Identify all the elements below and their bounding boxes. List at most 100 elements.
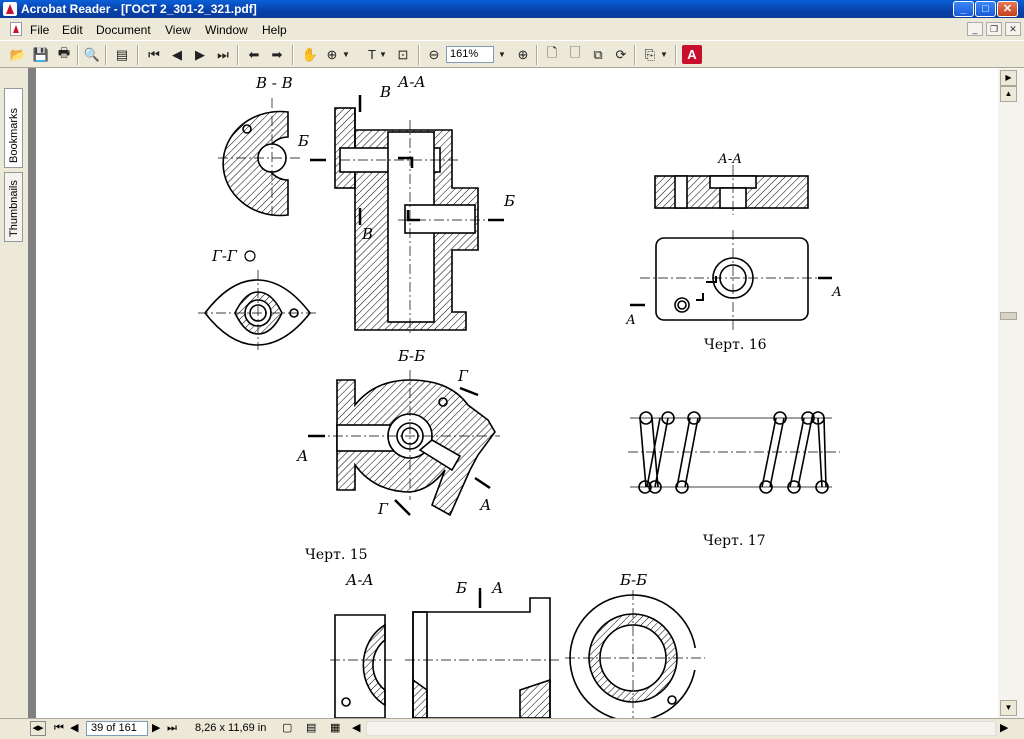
scroll-thumb[interactable]	[1000, 312, 1017, 320]
section-b-b	[315, 370, 500, 517]
zoom-out-icon[interactable]: ⊖	[428, 46, 440, 62]
marker-a-left: А	[296, 447, 308, 465]
page-size-label: 8,26 x 11,69 in	[195, 722, 267, 734]
document-icon[interactable]	[10, 22, 22, 36]
figure-17-spring	[628, 411, 840, 494]
technical-drawing: В - В А-А Г-Г Б-Б А-А А-А Б-Б В В Б Б А …	[198, 73, 842, 718]
snapshot-tool-icon[interactable]: ⊡	[397, 46, 409, 62]
scroll-left-icon[interactable]: ◀	[352, 722, 361, 734]
open-icon[interactable]: 📂	[9, 46, 27, 62]
marker-b-right: Б	[503, 192, 515, 210]
text-select-icon[interactable]: T	[368, 47, 376, 62]
section-v-v	[218, 98, 300, 218]
section-g-g	[198, 250, 318, 350]
first-page-icon[interactable]: ⏮	[148, 46, 160, 62]
fit-width-icon[interactable]: ⧉	[593, 46, 603, 62]
continuous-icon[interactable]: ▤	[306, 722, 317, 734]
menu-view[interactable]: View	[165, 23, 191, 37]
zoom-in-icon[interactable]: ⊕	[517, 46, 529, 62]
actual-size-icon[interactable]: 🗋	[546, 44, 558, 60]
tab-thumbnails[interactable]: Thumbnails	[4, 172, 23, 242]
caption-fig17: Черт. 17	[703, 533, 766, 549]
previous-page-icon[interactable]: ◀	[70, 722, 79, 734]
figure-16	[640, 165, 825, 330]
marker-a-bottom: А	[491, 579, 503, 597]
next-page-icon[interactable]: ▶	[152, 722, 161, 734]
marker-a-16-left: А	[625, 313, 636, 328]
go-back-icon[interactable]: ⬅	[248, 46, 260, 62]
pdf-page: В - В А-А Г-Г Б-Б А-А А-А Б-Б В В Б Б А …	[36, 68, 998, 718]
scroll-up-icon[interactable]: ▲	[1000, 86, 1017, 102]
label-a-a-bottom: А-А	[345, 571, 374, 589]
split-view-icon[interactable]: ▶	[1000, 70, 1017, 86]
tab-thumbnails-label: Thumbnails	[8, 180, 20, 237]
zoom-dropdown-icon[interactable]: ▼	[498, 50, 506, 59]
window-title: Acrobat Reader - [ГОСТ 2_301-2_321.pdf]	[21, 2, 257, 16]
document-view[interactable]: В - В А-А Г-Г Б-Б А-А А-А Б-Б В В Б Б А …	[28, 68, 998, 718]
chevron-down-icon[interactable]: ▼	[342, 50, 350, 59]
tab-bookmarks[interactable]: Bookmarks	[4, 88, 23, 168]
toolbar-separator	[675, 45, 677, 65]
doc-minimize-button[interactable]: _	[967, 22, 983, 36]
chevron-down-icon[interactable]: ▼	[660, 50, 668, 59]
close-button[interactable]: ✕	[997, 1, 1018, 17]
marker-v-bottom: В	[361, 225, 373, 243]
go-forward-icon[interactable]: ➡	[271, 46, 283, 62]
hand-tool-icon[interactable]: ✋	[301, 46, 319, 62]
toolbar-separator	[77, 45, 79, 65]
doc-close-button[interactable]: ✕	[1005, 22, 1021, 36]
status-bar: ◂▸ ⏮ ◀ 39 of 161 ▶ ⏭ 8,26 x 11,69 in ▢ ▤…	[0, 718, 1024, 739]
menu-file[interactable]: File	[30, 23, 50, 37]
title-bar: Acrobat Reader - [ГОСТ 2_301-2_321.pdf] …	[0, 0, 1024, 18]
adobe-logo-icon[interactable]: A	[682, 45, 702, 64]
previous-page-icon[interactable]: ◀	[172, 46, 182, 62]
last-page-icon[interactable]: ⏭	[217, 46, 229, 62]
acrobat-icon	[3, 2, 17, 16]
zoom-in-tool-icon[interactable]: ⊕	[326, 46, 338, 62]
toolbar-separator	[105, 45, 107, 65]
label-b-b: Б-Б	[397, 347, 425, 365]
vertical-scrollbar[interactable]: ▶ ▲ ▼	[998, 68, 1024, 718]
scroll-right-icon[interactable]: ▶	[1000, 722, 1009, 734]
menu-bar: File Edit Document View Window Help _ ❐ …	[0, 19, 1024, 41]
toolbar-separator	[237, 45, 239, 65]
label-b-b-bottom: Б-Б	[619, 571, 647, 589]
menu-edit[interactable]: Edit	[62, 23, 83, 37]
marker-a-right: А	[479, 496, 491, 514]
marker-g-top: Г	[457, 367, 469, 385]
tab-bookmarks-label: Bookmarks	[8, 107, 20, 163]
page-layout-icon[interactable]: ⎘	[644, 46, 656, 62]
bottom-drawings	[330, 588, 705, 718]
toggle-pane-icon[interactable]: ◂▸	[30, 721, 46, 736]
toolbar-separator	[634, 45, 636, 65]
find-icon[interactable]: 🔍	[83, 46, 101, 62]
maximize-button[interactable]: □	[975, 1, 996, 17]
marker-g-bottom: Г	[377, 500, 389, 518]
last-page-icon[interactable]: ⏭	[167, 722, 177, 734]
first-page-icon[interactable]: ⏮	[54, 722, 64, 734]
doc-restore-button[interactable]: ❐	[986, 22, 1002, 36]
toolbar-separator	[137, 45, 139, 65]
marker-b-left: Б	[297, 132, 309, 150]
page-number-field[interactable]: 39 of 161	[86, 721, 148, 736]
minimize-button[interactable]: _	[953, 1, 974, 17]
fit-page-icon[interactable]: 🗌	[569, 44, 581, 60]
print-icon[interactable]: 🖶	[57, 44, 71, 60]
marker-v-top: В	[379, 83, 391, 101]
zoom-input[interactable]: 161%	[446, 46, 494, 63]
menu-document[interactable]: Document	[96, 23, 151, 37]
single-page-icon[interactable]: ▢	[282, 722, 293, 734]
show-navigation-icon[interactable]: ▤	[115, 46, 129, 62]
menu-help[interactable]: Help	[262, 23, 287, 37]
rotate-view-icon[interactable]: ⟳	[615, 46, 627, 62]
next-page-icon[interactable]: ▶	[195, 46, 205, 62]
save-icon[interactable]: 💾	[32, 46, 50, 62]
horizontal-scrollbar[interactable]	[366, 721, 996, 736]
chevron-down-icon[interactable]: ▼	[379, 50, 387, 59]
label-v-v: В - В	[255, 74, 293, 92]
label-a-a-16: А-А	[717, 152, 742, 167]
scroll-down-icon[interactable]: ▼	[1000, 700, 1017, 716]
label-g-g: Г-Г	[211, 247, 238, 265]
menu-window[interactable]: Window	[205, 23, 248, 37]
facing-icon[interactable]: ▦	[330, 722, 341, 734]
